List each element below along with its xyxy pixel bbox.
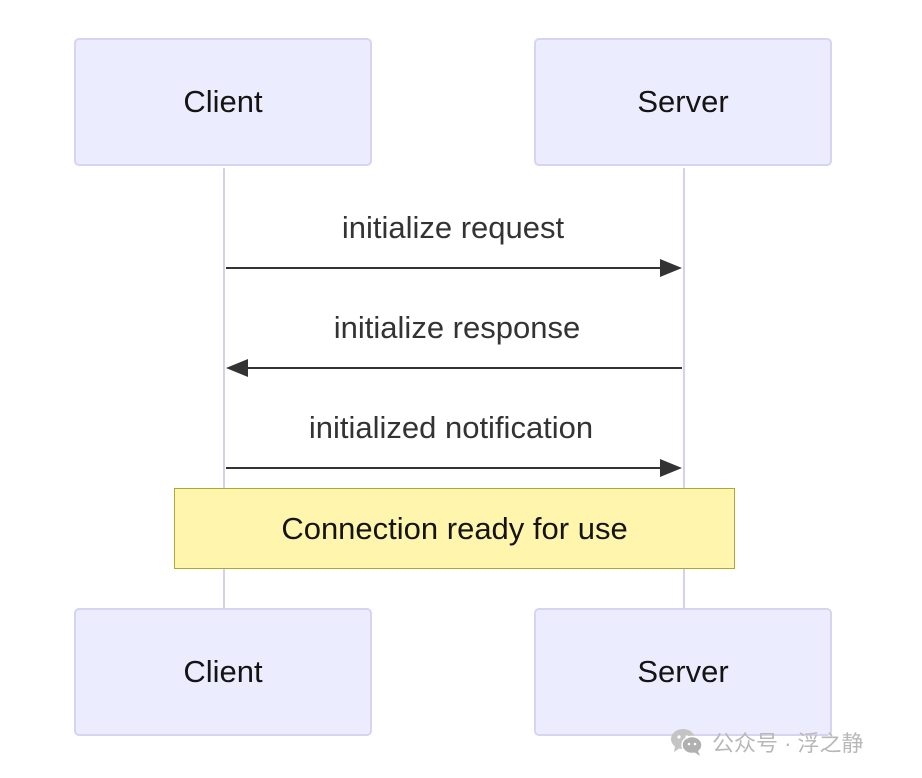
message-arrow-initialized-notification	[226, 459, 682, 477]
client-actor-top: Client	[74, 38, 372, 166]
connection-ready-note: Connection ready for use	[174, 488, 735, 569]
server-actor-top: Server	[534, 38, 832, 166]
wechat-icon	[671, 729, 703, 756]
server-lifeline	[683, 168, 685, 608]
watermark-text: 公众号 · 浮之静	[712, 731, 864, 756]
message-arrow-initialize-response	[226, 359, 682, 377]
watermark: 公众号 · 浮之静	[670, 724, 864, 760]
client-actor-bottom-label: Client	[183, 654, 263, 689]
message-label-initialized-notification: initialized notification	[308, 410, 594, 445]
note-text: Connection ready for use	[281, 510, 628, 546]
server-actor-bottom-label: Server	[637, 654, 729, 689]
message-label-initialize-response: initialize response	[333, 310, 581, 345]
server-actor-bottom: Server	[534, 608, 832, 736]
client-actor-bottom: Client	[74, 608, 372, 736]
message-arrow-initialize-request	[226, 259, 682, 277]
server-actor-label: Server	[637, 84, 729, 119]
client-lifeline	[223, 168, 225, 608]
message-label-initialize-request: initialize request	[341, 210, 565, 245]
client-actor-label: Client	[183, 84, 263, 119]
